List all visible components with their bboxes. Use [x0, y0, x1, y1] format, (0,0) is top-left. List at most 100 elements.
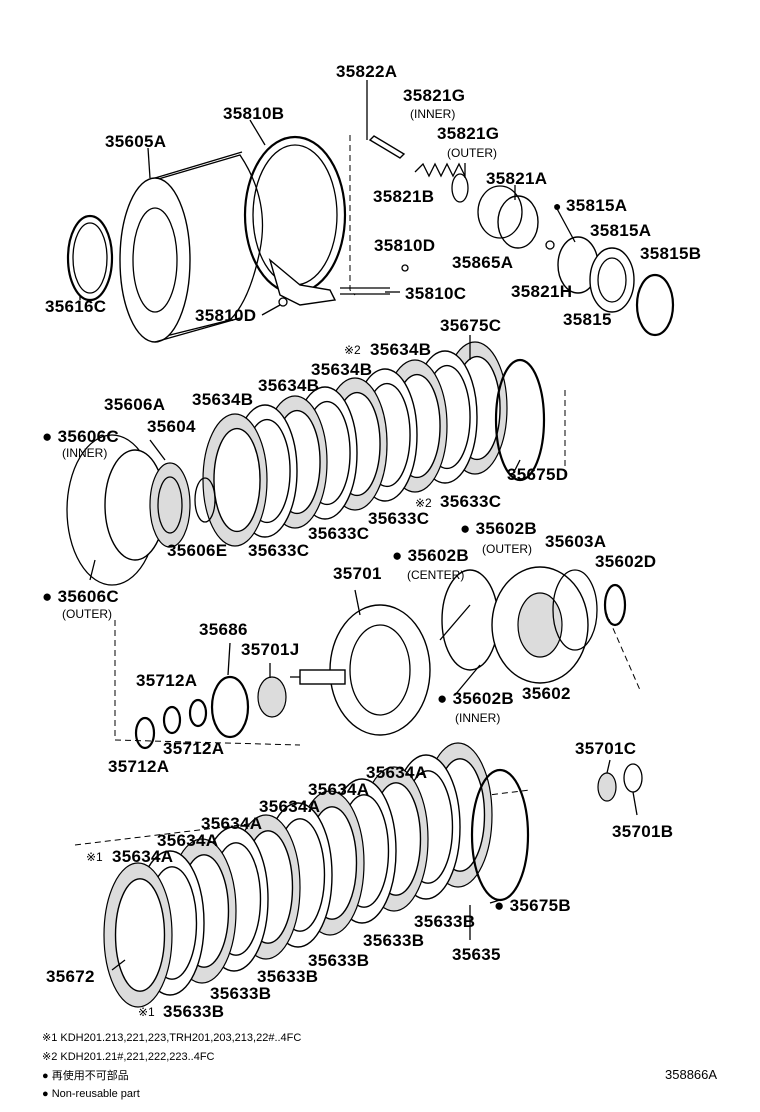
part-label-35633b-4: 35633B	[257, 967, 319, 986]
part-label-35634a-2: 35634A	[308, 780, 370, 799]
footnote-non-reusable-jp: ● 再使用不可部品	[42, 1070, 129, 1082]
part-label-35634a-4: 35634A	[201, 814, 263, 833]
qualifier-inner-1: (INNER)	[410, 107, 456, 121]
part-label-35606c-outer: ● 35606C	[42, 587, 119, 606]
part-label-35701c: 35701C	[575, 739, 637, 758]
clutch-hub-35606a	[66, 434, 191, 586]
part-label-35675c: 35675C	[440, 316, 502, 335]
seal-ring-35712a-3	[188, 698, 208, 728]
catalog-number: 358866A	[665, 1067, 718, 1082]
clutch-plates-b	[103, 742, 493, 1008]
servo-spring-35821g	[414, 162, 469, 203]
servo-rod-35822a	[366, 90, 406, 159]
part-label-35810d-1: 35810D	[374, 236, 436, 255]
part-label-35605a: 35605A	[105, 132, 167, 151]
dashed-guide-top	[349, 135, 356, 296]
footnote-mark-2-a: ※2	[344, 343, 361, 357]
part-label-35815b: 35815B	[640, 244, 702, 263]
part-label-35815a-2: 35815A	[590, 221, 652, 240]
part-label-35675b: ● 35675B	[494, 896, 571, 915]
part-label-35634a-3: 35634A	[259, 797, 321, 816]
footnote-mark-1-b: ※1	[138, 1005, 155, 1019]
servo-piston-35821a	[477, 185, 539, 249]
qualifier-outer-2: (OUTER)	[482, 542, 532, 556]
part-label-35633b-1: 35633B	[414, 912, 476, 931]
part-label-35810c: 35810C	[405, 284, 467, 303]
part-label-35603a: 35603A	[545, 532, 607, 551]
part-label-35633b-6: 35633B	[163, 1002, 225, 1021]
seal-35602d	[603, 583, 627, 627]
footnote-mark-2-b: ※2	[415, 496, 432, 510]
footnote-non-reusable-en: ● Non-reusable part	[42, 1088, 140, 1100]
qualifier-outer-3: (OUTER)	[62, 607, 112, 621]
brake-drum-35605a	[119, 151, 264, 343]
ring-35821h	[545, 240, 555, 250]
part-label-35712a-1: 35712A	[136, 671, 198, 690]
part-label-35675d: 35675D	[507, 465, 569, 484]
race-35701b	[623, 763, 643, 793]
part-label-35633c-2: 35633C	[368, 509, 430, 528]
part-label-35686: 35686	[199, 620, 248, 639]
qualifier-outer-1: (OUTER)	[447, 146, 497, 160]
part-label-35633c-1: 35633C	[440, 492, 502, 511]
part-label-35634a-6: 35634A	[112, 847, 174, 866]
pin-35810c	[340, 287, 390, 295]
part-label-35701b: 35701B	[612, 822, 674, 841]
part-label-35821h: 35821H	[511, 282, 573, 301]
dashed-guide-lower-left	[114, 620, 301, 746]
part-label-35602b-outer: ● 35602B	[460, 519, 537, 538]
snap-ring-35686	[210, 675, 250, 739]
qualifier-inner-2: (INNER)	[62, 446, 108, 460]
part-label-35821a: 35821A	[486, 169, 548, 188]
qualifier-center: (CENTER)	[407, 568, 465, 582]
part-label-35815: 35815	[563, 310, 612, 329]
servo-cover-35815	[557, 236, 675, 337]
clutch-drum-35701	[290, 604, 431, 736]
footnote-2: ※2 KDH201.21#,221,222,223..4FC	[42, 1051, 215, 1063]
part-label-35810b: 35810B	[223, 104, 285, 123]
part-label-35634b-4: 35634B	[192, 390, 254, 409]
part-label-35633b-3: 35633B	[308, 951, 370, 970]
part-label-35604: 35604	[147, 417, 196, 436]
part-label-35712a-3: 35712A	[108, 757, 170, 776]
snap-ring-35606e	[194, 477, 216, 523]
part-label-35633b-2: 35633B	[363, 931, 425, 950]
part-label-35822a: 35822A	[336, 62, 398, 81]
part-label-35634b-1: 35634B	[370, 340, 432, 359]
part-label-35634b-2: 35634B	[311, 360, 373, 379]
leader-lines	[79, 80, 638, 971]
part-label-35602d: 35602D	[595, 552, 657, 571]
clutch-plates-c	[202, 341, 508, 547]
part-label-35821b: 35821B	[373, 187, 435, 206]
part-label-35602b-inner: ● 35602B	[437, 689, 514, 708]
clip-35810d	[401, 264, 409, 272]
part-label-35606e: 35606E	[167, 541, 228, 560]
footnote-1: ※1 KDH201.213,221,223,TRH201,203,213,22#…	[42, 1032, 302, 1044]
part-label-35701: 35701	[333, 564, 382, 583]
part-label-35616c: 35616C	[45, 297, 107, 316]
washer-35810d	[278, 297, 288, 307]
part-label-35701j: 35701J	[241, 640, 300, 659]
part-label-35634a-5: 35634A	[157, 831, 219, 850]
part-label-35606c-inner: ● 35606C	[42, 427, 119, 446]
part-label-35633c-4: 35633C	[248, 541, 310, 560]
part-label-35602b-center: ● 35602B	[392, 546, 469, 565]
footnote-mark-1-a: ※1	[86, 850, 103, 864]
thrust-washer-35701j	[257, 676, 287, 718]
part-label-35634b-3: 35634B	[258, 376, 320, 395]
clutch-plate-c-1-bore	[213, 427, 261, 533]
part-label-35634a-1: 35634A	[366, 763, 428, 782]
part-label-35712a-2: 35712A	[163, 739, 225, 758]
part-label-35606a: 35606A	[104, 395, 166, 414]
bearing-35701c	[597, 772, 617, 802]
part-label-35633c-3: 35633C	[308, 524, 370, 543]
part-label-35602: 35602	[522, 684, 571, 703]
part-label-35821g-inner: 35821G	[403, 86, 466, 105]
seal-ring-35712a-2	[162, 705, 182, 735]
part-label-35810d-2: 35810D	[195, 306, 257, 325]
snap-ring-35616c	[66, 214, 114, 302]
brake-band-35810b	[243, 135, 347, 306]
part-label-35633b-5: 35633B	[210, 984, 272, 1003]
clutch-plate-b-1-bore	[114, 878, 166, 992]
